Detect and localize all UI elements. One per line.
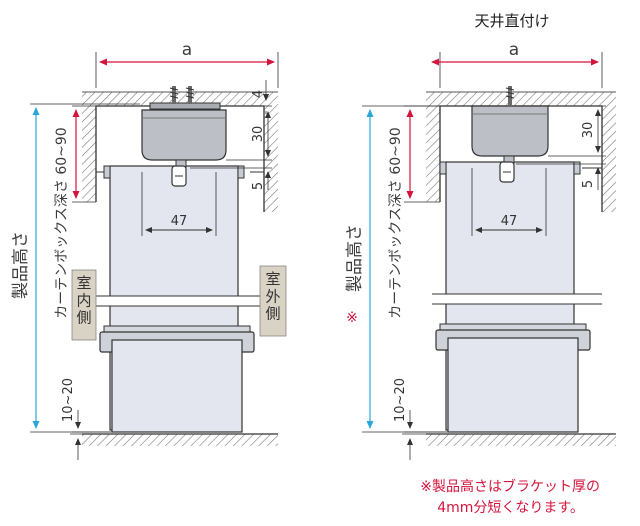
right-screw [505,86,515,106]
left-curtain-box [82,91,278,212]
left-product-height-label: 製品高さ [11,231,31,299]
left-bracket [141,86,227,187]
right-dim-a-label: a [509,40,519,60]
left-dim-product-height: 製品高さ [11,103,140,433]
outdoor-label: 室外側 [265,270,280,323]
right-dim-5: 5 [581,180,596,188]
right-sill [426,433,616,446]
left-box-depth-label: カーテンボックス深さ 60~90 [54,127,70,318]
note: ※製品高さはブラケット厚の 4mm分短くなります。 [420,478,600,516]
left-outdoor-tag: 室外側 [259,265,287,337]
right-dim-gap: 10~20 [393,378,446,460]
left-dim-vertical-right: 4 30 5 [190,80,272,190]
left-dim-a: a [95,40,279,88]
note-line-1: ※製品高さはブラケット厚の [420,478,600,495]
left-sill [82,433,278,446]
left-dim-box-depth: カーテンボックス深さ 60~90 [54,105,96,319]
left-dim-47: 47 [141,172,217,236]
right-blind-body [432,161,602,433]
indoor-label: 室内側 [76,274,91,327]
left-dim-4: 4 [251,90,266,98]
left-dim-gap: 10~20 [61,378,110,460]
left-indoor-tag: 室内側 [71,269,97,341]
right-dim-vertical-right: 30 5 [516,105,606,190]
left-gap-label: 10~20 [61,378,76,422]
left-dim-5: 5 [251,182,266,190]
right-product-height-label: 製品高さ [345,224,365,292]
right-dim-47: 47 [471,168,547,236]
right-dim-47-label: 47 [501,214,518,229]
left-dim-a-label: a [182,40,192,60]
right-box-depth-label: カーテンボックス深さ 60~90 [388,127,404,318]
left-diagram: a 4 30 5 47 カーテンボックス深さ 6 [11,40,287,460]
right-title: 天井直付け [474,12,549,30]
right-gap-label: 10~20 [393,378,408,422]
note-line-2: 4mm分短くなります。 [437,500,584,516]
right-curtain-box [426,91,616,212]
right-bracket [471,86,549,183]
left-dim-47-label: 47 [171,214,188,229]
right-dim-a: a [431,40,603,88]
right-diagram: 天井直付け [345,12,616,460]
right-product-height-mark: ※ [346,310,358,326]
right-dim-30: 30 [581,122,596,139]
left-dim-30: 30 [251,126,266,143]
left-blind-body [96,165,264,433]
left-screws [169,86,195,104]
